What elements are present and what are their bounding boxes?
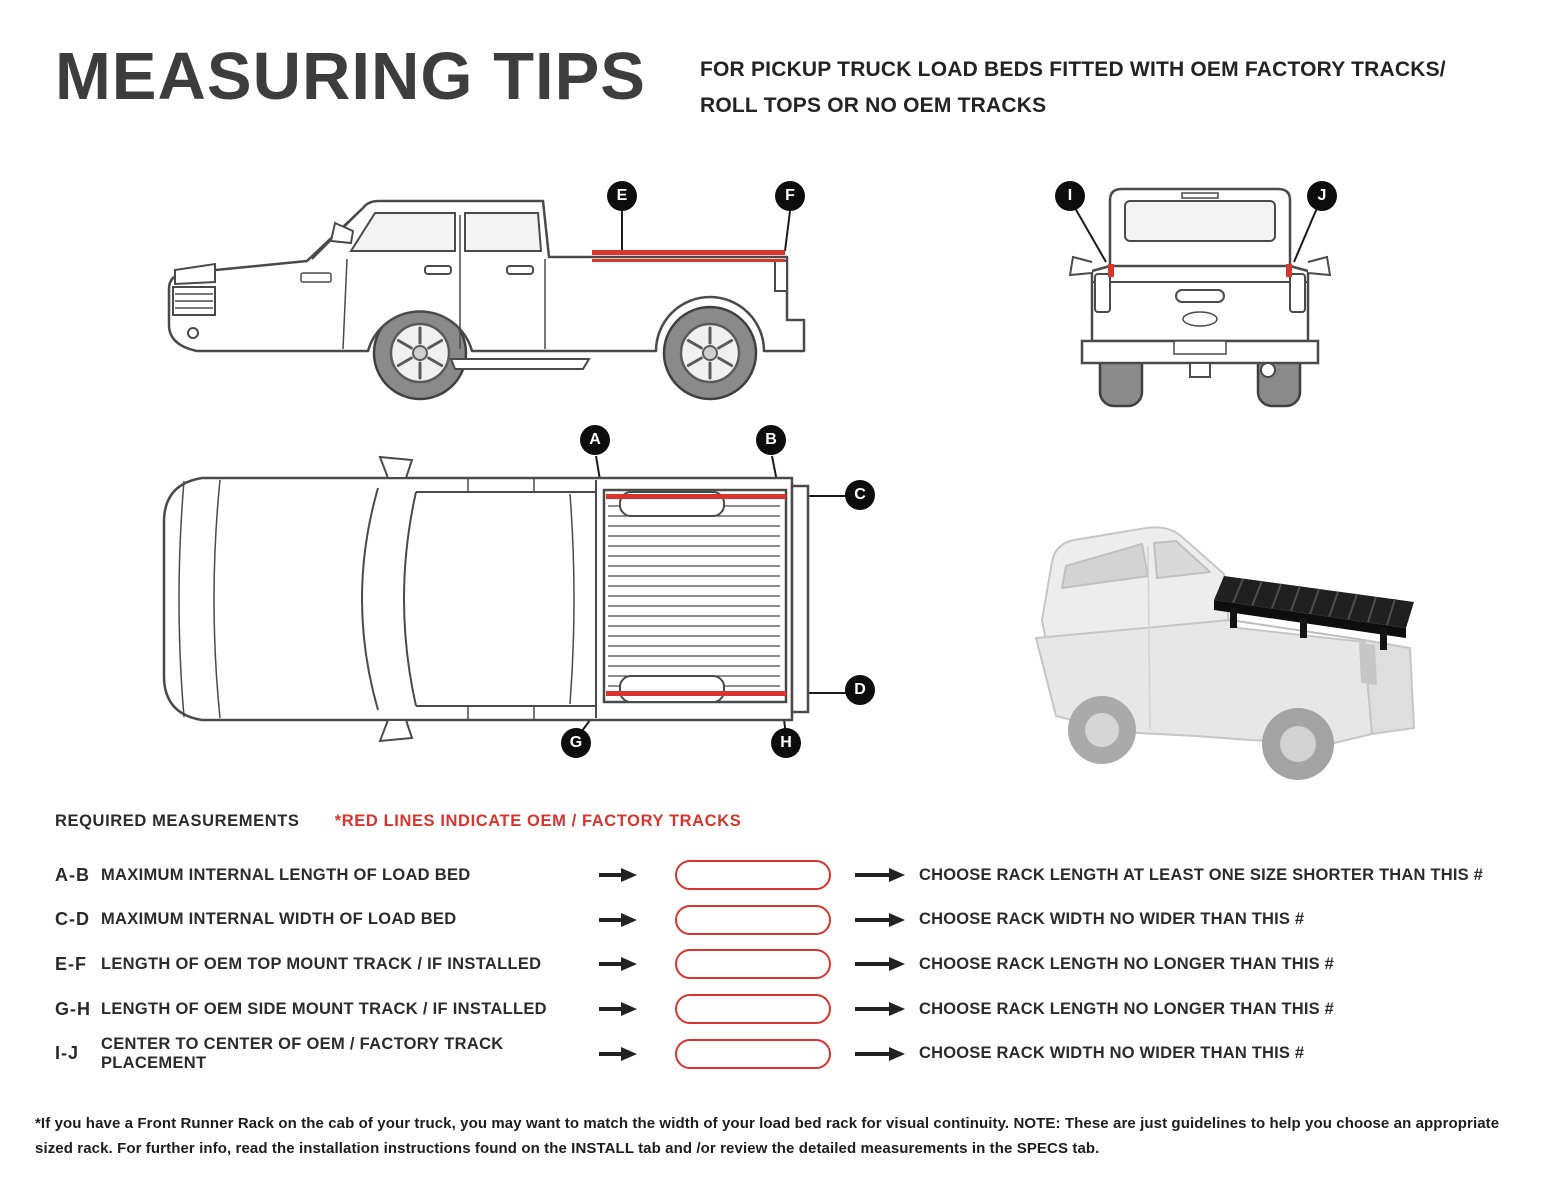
arrow-right-icon [855,1001,905,1017]
row-label: CENTER TO CENTER OF OEM / FACTORY TRACK … [101,1034,504,1072]
red-lines-note: *RED LINES INDICATE OEM / FACTORY TRACKS [334,812,742,830]
arrow-right-icon [855,912,905,928]
measurement-row: I-J CENTER TO CENTER OF OEM / FACTORY TR… [0,1031,1552,1076]
row-instruction: CHOOSE RACK LENGTH NO LONGER THAN THIS # [919,954,1335,973]
marker-a: A [580,425,610,455]
subtitle-line-1: FOR PICKUP TRUCK LOAD BEDS FITTED WITH O… [700,58,1446,81]
row-code: G-H [55,998,91,1019]
row-instruction: CHOOSE RACK WIDTH NO WIDER THAN THIS # [919,1044,1305,1063]
measurements-heading: REQUIRED MEASUREMENTS *RED LINES INDICAT… [55,812,741,831]
measurements-table: A-B MAXIMUM INTERNAL LENGTH OF LOAD BED … [0,853,1552,1076]
row-code: C-D [55,909,90,930]
row-code: A-B [55,864,90,885]
arrow-right-icon [855,867,905,883]
row-label: LENGTH OF OEM SIDE MOUNT TRACK / IF INST… [101,999,547,1018]
measurement-input-pill [675,860,831,891]
arrow-right-icon [855,1046,905,1062]
measurement-row: G-H LENGTH OF OEM SIDE MOUNT TRACK / IF … [0,987,1552,1032]
marker-d: D [845,675,875,705]
row-instruction: CHOOSE RACK LENGTH AT LEAST ONE SIZE SHO… [919,865,1483,884]
truck-side-view-diagram [155,173,845,435]
row-label: LENGTH OF OEM TOP MOUNT TRACK / IF INSTA… [101,954,542,973]
arrow-right-icon [599,867,637,883]
measurement-row: A-B MAXIMUM INTERNAL LENGTH OF LOAD BED … [0,853,1552,898]
row-instruction: CHOOSE RACK WIDTH NO WIDER THAN THIS # [919,910,1305,929]
row-code: E-F [55,953,87,974]
marker-h: H [771,728,801,758]
truck-top-view-diagram [150,448,880,758]
arrow-right-icon [599,1046,637,1062]
marker-f: F [775,181,805,211]
arrow-right-icon [599,956,637,972]
row-code: I-J [55,1043,80,1064]
measurement-input-pill [675,949,831,980]
arrow-right-icon [599,912,637,928]
row-instruction: CHOOSE RACK LENGTH NO LONGER THAN THIS # [919,999,1335,1018]
marker-b: B [756,425,786,455]
measurement-row: C-D MAXIMUM INTERNAL WIDTH OF LOAD BED C… [0,898,1552,943]
subtitle-line-2: ROLL TOPS OR NO OEM TRACKS [700,93,1047,117]
arrow-right-icon [599,1001,637,1017]
measurement-input-pill [675,994,831,1025]
page-subtitle: FOR PICKUP TRUCK LOAD BEDS FITTED WITH O… [700,52,1520,123]
footnote: *If you have a Front Runner Rack on the … [35,1115,1500,1157]
marker-j: J [1307,181,1337,211]
page-title: MEASURING TIPS [55,39,646,114]
measurement-row: E-F LENGTH OF OEM TOP MOUNT TRACK / IF I… [0,942,1552,987]
row-label: MAXIMUM INTERNAL WIDTH OF LOAD BED [101,910,457,929]
truck-with-rack-illustration [1000,468,1430,788]
measurements-heading-label: REQUIRED MEASUREMENTS [55,812,300,830]
marker-e: E [607,181,637,211]
truck-rear-view-diagram [1048,174,1353,424]
marker-g: G [561,728,591,758]
measurement-input-pill [675,904,831,935]
arrow-right-icon [855,956,905,972]
marker-i: I [1055,181,1085,211]
row-label: MAXIMUM INTERNAL LENGTH OF LOAD BED [101,865,471,884]
marker-c: C [845,480,875,510]
measurement-input-pill [675,1038,831,1069]
